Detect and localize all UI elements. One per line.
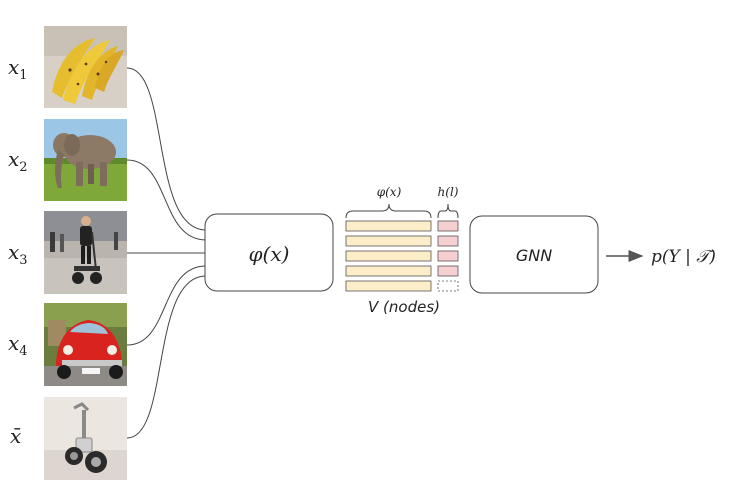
node-rows — [345, 220, 459, 292]
node-feature-cell — [345, 280, 432, 292]
label-brace — [437, 203, 459, 219]
node-feature-cell — [345, 235, 432, 247]
input-connectors — [126, 67, 207, 439]
connector-x4 — [126, 265, 207, 346]
input-label-x2: x2 — [8, 147, 28, 175]
node-feature-cell — [345, 250, 432, 262]
node-feature-cell — [345, 220, 432, 232]
connector-xbar — [126, 275, 207, 439]
red-beetle-car-photo — [44, 303, 127, 386]
node-label-cell — [437, 235, 459, 247]
label-label: h(l) — [438, 185, 459, 199]
segway-robot-photo — [44, 397, 127, 480]
node-label-cell — [437, 265, 459, 277]
input-label-x3: x3 — [8, 240, 28, 268]
node-feature-cell — [345, 265, 432, 277]
encoder-label: φ(x) — [249, 242, 290, 266]
connector-x1 — [126, 67, 207, 231]
nodes-caption: V (nodes) — [368, 298, 440, 316]
bananas-photo — [44, 26, 127, 108]
input-label-xbar: x̄ — [10, 424, 21, 448]
connector-x2 — [126, 159, 207, 241]
node-label-cell-unlabeled — [437, 280, 459, 292]
input-label-x1: x1 — [8, 55, 28, 83]
gnn-label: GNN — [516, 246, 552, 265]
output-label: p(Y | 𝒯) — [651, 247, 716, 267]
node-label-cell — [437, 250, 459, 262]
node-label-cell — [437, 220, 459, 232]
feature-label: φ(x) — [377, 185, 402, 199]
feature-brace — [345, 203, 432, 219]
segway-rider-photo — [44, 211, 127, 294]
gnn-box — [469, 215, 599, 294]
encoder-box — [204, 213, 334, 292]
elephant-photo — [44, 119, 127, 201]
input-label-x4: x4 — [8, 331, 28, 359]
